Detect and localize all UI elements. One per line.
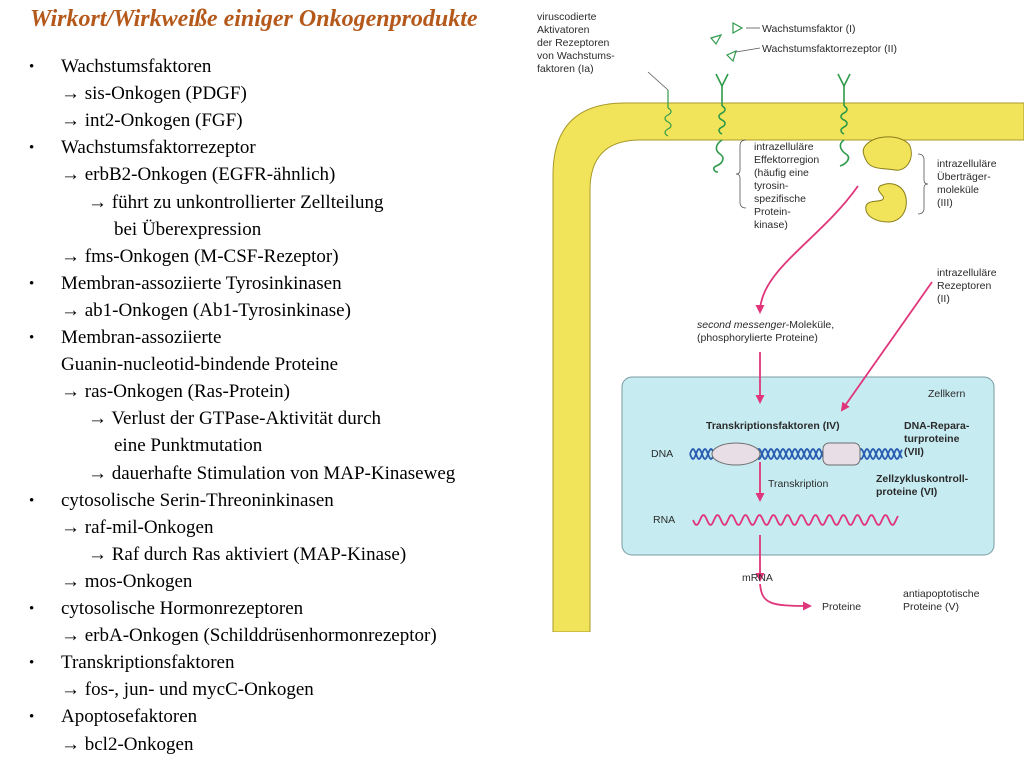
bullet-icon: •	[29, 275, 35, 292]
list-subitem: Guanin-nucleotid-bindende Proteine	[61, 354, 339, 376]
growth-factor-receptor-1	[713, 73, 729, 173]
list-subitem: → mos-Onkogen	[61, 570, 193, 592]
list-subitem: bei Überexpression	[114, 218, 262, 240]
dna-repair-protein-blob	[822, 442, 861, 466]
proteins-label: Proteine	[822, 601, 861, 613]
bullet-icon: •	[29, 709, 35, 726]
list-subitem: eine Punktmutation	[114, 435, 263, 457]
rna-label: RNA	[653, 514, 675, 526]
growth-factor-label: Wachstumsfaktor (I)	[762, 23, 856, 35]
viral-activator-coil	[664, 90, 672, 137]
bullet-icon: •	[29, 492, 35, 509]
list-subitem: → fos-, jun- und mycC-Onkogen	[61, 679, 314, 701]
list-heading: Wachstumsfaktorrezeptor	[61, 137, 256, 159]
list-heading: Membran-assoziierte	[61, 327, 222, 348]
list-subitem: → Verlust der GTPase-Aktivität durch	[88, 408, 382, 430]
list-subitem: → ab1-Onkogen (Ab1-Tyrosinkinase)	[61, 299, 351, 321]
list-subitem: → sis-Onkogen (PDGF)	[61, 83, 247, 105]
viral-activators-label: viruscodierte Aktivatoren der Rezeptoren…	[537, 11, 618, 75]
list-subitem: → fms-Onkogen (M-CSF-Rezeptor)	[61, 245, 339, 267]
bullet-icon: •	[29, 140, 35, 157]
list-subitem: → erbA-Onkogen (Schilddrüsenhormonrezept…	[61, 625, 437, 647]
effector-region-label: intrazelluläre Effektorregion (häufig ei…	[754, 141, 822, 231]
list-subitem: → bcl2-Onkogen	[61, 733, 194, 755]
dna-repair-label: DNA-Repara- turproteine (VII)	[904, 420, 972, 458]
mrna-label: mRNA	[742, 572, 773, 584]
list-heading: cytosolische Serin-Threoninkinasen	[61, 489, 334, 511]
bullet-icon: •	[29, 59, 35, 75]
transmitter-molecules-label: intrazelluläre Überträger- moleküle (III…	[937, 158, 999, 209]
signal-transduction-diagram: viruscodierte Aktivatoren der Rezeptoren…	[537, 11, 1024, 632]
list-heading: Apoptosefaktoren	[61, 706, 198, 728]
list-subitem: → führt zu unkontrollierter Zellteilung	[88, 191, 384, 213]
transcription-label: Transkription	[768, 478, 828, 490]
list-subitem: → int2-Onkogen (FGF)	[61, 110, 243, 132]
signal-arrows	[755, 185, 933, 611]
nucleus	[621, 376, 995, 556]
list-subitem: → erbB2-Onkogen (EGFR-ähnlich)	[61, 164, 336, 186]
transcription-factors-label: Transkriptionsfaktoren (IV)	[706, 420, 840, 432]
list-subitem: → ras-Onkogen (Ras-Protein)	[61, 381, 291, 403]
slide-title: Wirkort/Wirkweiße einiger Onkogenprodukt…	[30, 6, 478, 32]
rna-strand	[692, 514, 899, 526]
second-messenger-label: second messenger-Moleküle,	[697, 319, 834, 331]
bullet-icon: •	[29, 601, 35, 617]
cell-membrane	[552, 102, 1024, 632]
list-subitem: → dauerhafte Stimulation von MAP-Kinasew…	[88, 462, 456, 484]
growth-factor-receptor-label: Wachstumsfaktorrezeptor (II)	[762, 43, 897, 55]
growth-factor-receptor-2	[837, 73, 851, 167]
cell-cycle-control-label: Zellzykluskontroll- proteine (VI)	[876, 473, 971, 498]
transmitter-molecule-2	[865, 183, 907, 223]
dna-label: DNA	[651, 448, 673, 460]
bullet-icon: •	[29, 330, 35, 346]
bullet-icon: •	[29, 655, 35, 672]
antiapoptotic-label: antiapoptotische Proteine (V)	[903, 588, 982, 613]
list-heading: Membran-assoziierte Tyrosinkinasen	[61, 272, 342, 294]
list-subitem: → raf-mil-Onkogen	[61, 516, 214, 538]
list-subitem: → Raf durch Ras aktiviert (MAP-Kinase)	[88, 543, 407, 565]
transmitter-molecule-1	[862, 136, 912, 171]
second-messenger-label-line2: (phosphorylierte Proteine)	[697, 332, 818, 344]
list-heading: cytosolische Hormonrezeptoren	[61, 598, 304, 619]
list-heading: Transkriptionsfaktoren	[61, 652, 235, 674]
nucleus-label: Zellkern	[928, 388, 966, 400]
intracellular-receptors-label: intrazelluläre Rezeptoren (II)	[937, 267, 999, 305]
list-heading: Wachstumsfaktoren	[61, 56, 212, 77]
transcription-factor-blob	[711, 442, 761, 466]
leader-lines	[647, 27, 929, 215]
growth-factor-triangles	[709, 21, 744, 63]
